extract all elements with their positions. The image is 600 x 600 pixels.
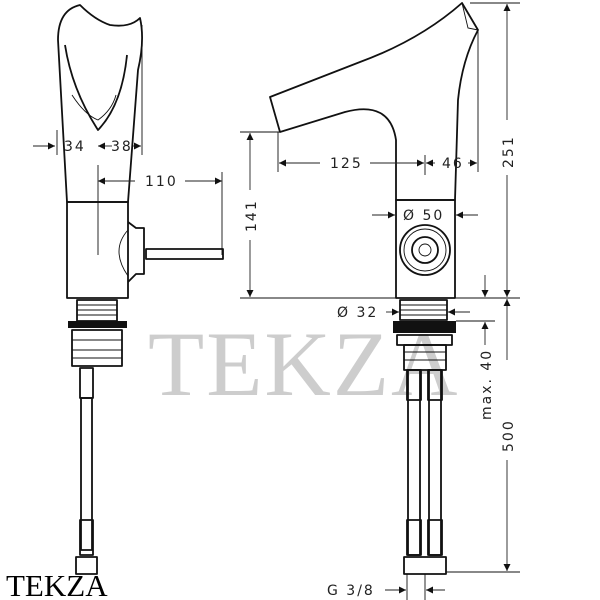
dim-141-label: 141 [244, 199, 260, 232]
dim-diameter-32-label: Ø 32 [337, 305, 378, 321]
dimension-lines [33, 2, 520, 600]
dim-diameter-50-label: Ø 50 [403, 208, 444, 224]
dim-46-label: 46 [442, 156, 464, 172]
dim-110-label: 110 [145, 174, 178, 190]
dim-38-label: 38 [111, 139, 133, 155]
dim-500-label: 500 [501, 419, 517, 452]
side-view-faucet [57, 4, 224, 575]
dim-125-label: 125 [330, 156, 363, 172]
dim-max-40-label: max. 40 [479, 349, 495, 420]
dim-34-label: 34 [64, 139, 86, 155]
brand-logo: TEKZA [6, 568, 108, 600]
front-view-faucet [269, 2, 479, 575]
dim-g38-label: G 3/8 [327, 583, 375, 599]
dim-251-label: 251 [501, 135, 517, 168]
